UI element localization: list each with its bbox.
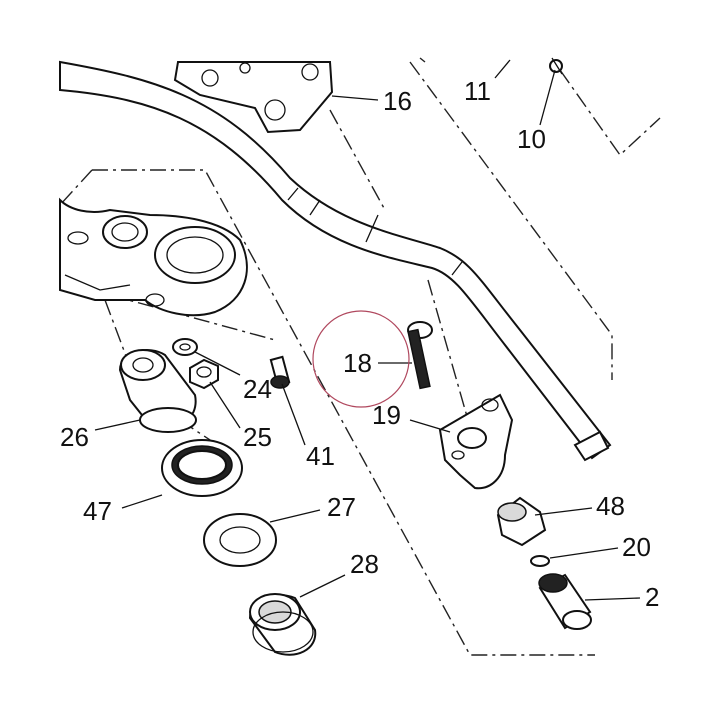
callout-28: 28: [350, 549, 379, 579]
triple-clamp: [59, 197, 248, 317]
part-48-bushing: [496, 496, 547, 547]
callout-27: 27: [327, 492, 356, 522]
callout-11: 11: [464, 76, 491, 106]
part-2-end-weight: [538, 573, 592, 630]
callout-41: 41: [306, 441, 335, 471]
part-19-clamp-block: [438, 393, 514, 490]
callout-26: 26: [60, 422, 89, 452]
part-27-ring: [203, 513, 277, 567]
callout-16: 16: [383, 86, 412, 116]
highlight-circle: [312, 310, 410, 408]
part-16-upper-bracket: [173, 61, 334, 134]
part-24-washer: [172, 338, 198, 356]
callout-18: 18: [343, 348, 372, 378]
callout-48: 48: [596, 491, 625, 521]
callout-47: 47: [83, 496, 112, 526]
callout-labels: 16 11 10 18 19 24 25 26 41 47 27 28 48 2…: [60, 76, 659, 612]
part-41-bolt: [269, 355, 291, 389]
handlebar-tube: [59, 60, 612, 462]
part-47-bearing-seal: [161, 439, 243, 497]
part-26-stem-cap: [118, 349, 197, 433]
part-20-o-ring: [530, 555, 550, 567]
part-10-fastener: [549, 57, 563, 75]
callout-24: 24: [243, 374, 272, 404]
callout-20: 20: [622, 532, 651, 562]
leader-lines: [94, 59, 641, 601]
callout-10: 10: [517, 124, 546, 154]
part-25-nut: [189, 358, 219, 390]
callout-19: 19: [372, 400, 401, 430]
callout-25: 25: [243, 422, 272, 452]
part-18-long-bolt: [407, 321, 433, 390]
part-28-ring-nut: [248, 593, 317, 656]
callout-2: 2: [645, 582, 659, 612]
